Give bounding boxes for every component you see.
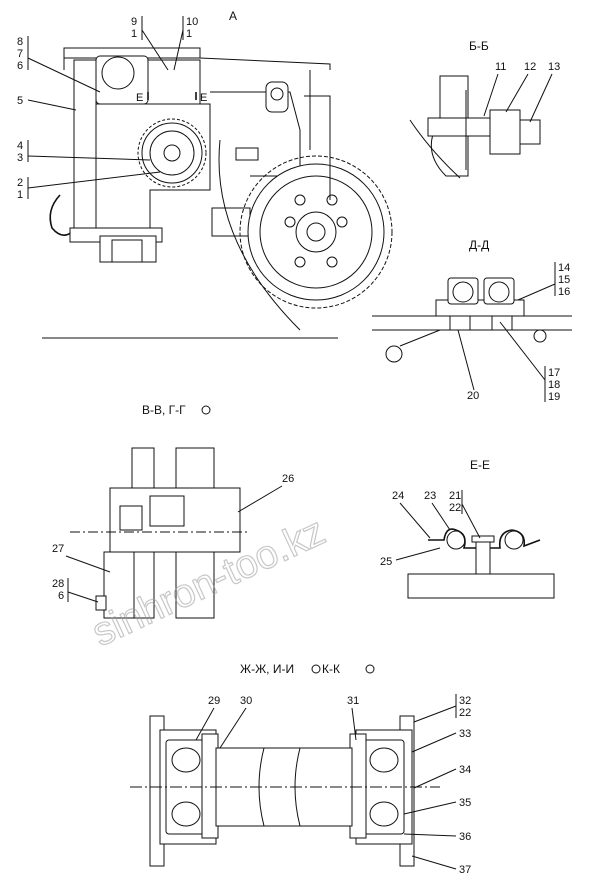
part-label-37: 37: [459, 864, 471, 876]
part-label-10: 10: [186, 16, 198, 28]
part-label-25: 25: [380, 556, 392, 568]
vertical-post: [73, 59, 97, 231]
part-label-26: 26: [282, 473, 294, 485]
part-label-20: 20: [467, 390, 479, 402]
section-b-b: Б-Б 11 12 13: [409, 39, 560, 179]
part-label-30: 30: [240, 695, 252, 707]
section-zh-zh: Ж-Ж, И-И К-К 29 30 31 32 22 33: [130, 662, 471, 876]
part-label-11: 11: [495, 61, 506, 73]
part-label-22-zh: 22: [459, 707, 471, 719]
part-label-4: 4: [17, 140, 23, 152]
part-label-32: 32: [459, 695, 471, 707]
part-label-12: 12: [524, 61, 536, 73]
part-label-21: 21: [449, 490, 461, 502]
part-label-28: 28: [52, 578, 64, 590]
part-label-29: 29: [208, 695, 220, 707]
cut-mark-e-right: Е: [200, 92, 207, 104]
part-label-6: 6: [17, 60, 23, 72]
section-b-b-title: Б-Б: [469, 39, 489, 53]
main-view-title: А: [229, 9, 237, 23]
part-label-7: 7: [17, 48, 23, 60]
part-label-2: 2: [17, 177, 23, 189]
part-label-24: 24: [392, 490, 404, 502]
part-label-36: 36: [459, 831, 471, 843]
section-v-v-title: В-В, Г-Г: [142, 403, 186, 417]
part-label-34: 34: [459, 764, 471, 776]
part-label-5: 5: [17, 95, 23, 107]
part-label-16: 16: [558, 286, 570, 298]
tow-hook: [49, 194, 73, 236]
part-label-8: 8: [17, 36, 23, 48]
part-label-1-top-right: 1: [186, 28, 192, 40]
part-label-6-v: 6: [58, 590, 64, 602]
section-e-e: Е-Е 24 23 21 22 25: [380, 458, 555, 599]
section-zh-zh-title: Ж-Ж, И-И: [240, 662, 294, 676]
small-sprocket: [141, 122, 203, 184]
large-sprocket: [247, 163, 385, 301]
part-label-31: 31: [347, 695, 359, 707]
part-label-15: 15: [558, 274, 570, 286]
main-view: А: [17, 9, 393, 339]
part-label-22-e: 22: [449, 502, 461, 514]
section-d-d-title: Д-Д: [469, 238, 489, 252]
hub-disc: [101, 56, 135, 90]
e-base-plate: [407, 573, 555, 599]
cut-mark-e-left: Е: [136, 92, 143, 104]
part-label-18: 18: [548, 379, 560, 391]
part-label-19: 19: [548, 391, 560, 403]
part-label-1-top: 1: [131, 28, 137, 40]
part-label-14: 14: [558, 262, 570, 274]
section-k-k-title: К-К: [322, 662, 340, 676]
part-label-13: 13: [548, 61, 560, 73]
section-e-e-title: Е-Е: [470, 458, 490, 472]
part-label-1: 1: [17, 189, 23, 201]
part-label-33: 33: [459, 728, 471, 740]
section-d-d: Д-Д 14 15 16 17 18 19 20: [372, 238, 572, 403]
part-label-3: 3: [17, 152, 23, 164]
part-label-23: 23: [424, 490, 436, 502]
part-label-27: 27: [52, 543, 64, 555]
part-label-35: 35: [459, 797, 471, 809]
part-label-9: 9: [131, 16, 137, 28]
part-label-17: 17: [548, 367, 560, 379]
section-v-v: В-В, Г-Г 26 27 28 6: [52, 403, 294, 619]
